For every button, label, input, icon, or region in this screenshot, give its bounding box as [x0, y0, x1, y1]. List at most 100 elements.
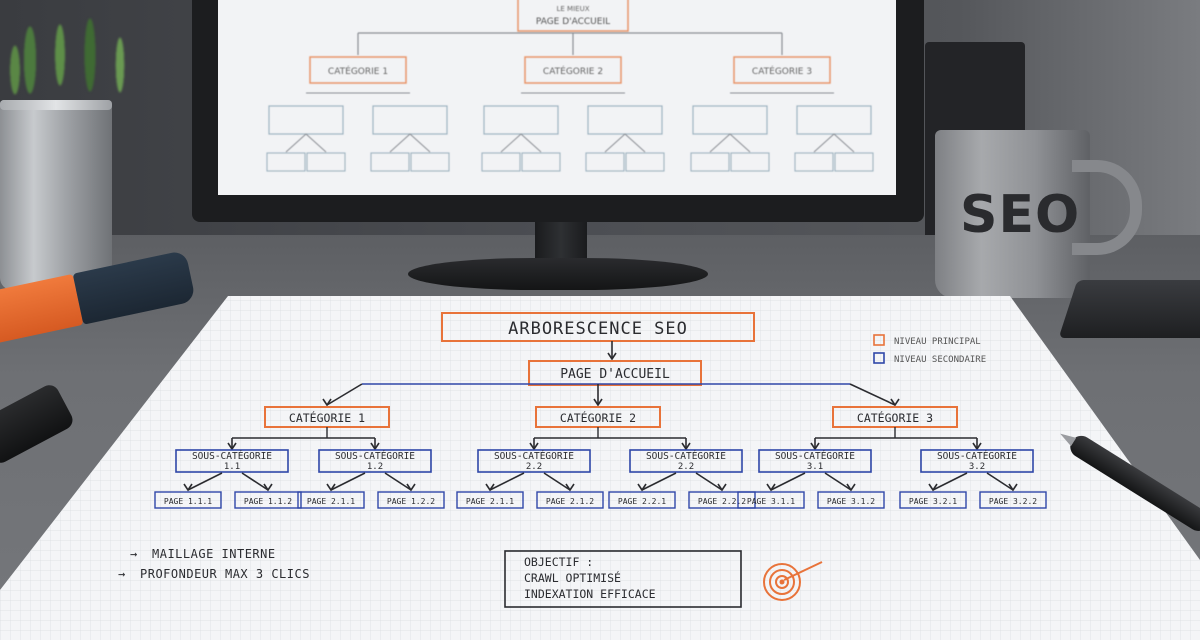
- note-text-2: PROFONDEUR MAX 3 CLICS: [140, 567, 310, 581]
- page-label-3-1-1: PAGE 3.1.1: [747, 497, 795, 506]
- page-arrow-1-1-1: [187, 472, 223, 491]
- screen-cat-box-3: [733, 56, 831, 84]
- page-label-1-2-2: PAGE 1.2.2: [387, 497, 435, 506]
- screen-page-link-2-1-1: [500, 133, 522, 153]
- title-box: [441, 312, 755, 342]
- sub-label-3-1: SOUS-CATÉGORIE: [775, 450, 855, 462]
- monitor: LE MIEUX PAGE D'ACCUEIL CATÉGORIE 1 CATÉGOR…: [192, 0, 924, 222]
- screen-page-link-3-2-1: [813, 133, 835, 153]
- page-box-1-1-2: [234, 491, 302, 509]
- page-box-1-1-1: [154, 491, 222, 509]
- screen-page-box-3-2-2: [834, 152, 874, 172]
- screen-page-box-2-1-2: [521, 152, 561, 172]
- screen-page-box-1-2-1: [370, 152, 410, 172]
- page-box-3-1-2: [817, 491, 885, 509]
- screen-page-box-2-2-2: [625, 152, 665, 172]
- screen-page-link-2-1-2: [520, 133, 542, 153]
- sub-box-3-1: [758, 449, 872, 473]
- page-arrow-2-2-2: [695, 472, 723, 491]
- screen-content: LE MIEUX PAGE D'ACCUEIL CATÉGORIE 1 CATÉGOR…: [266, 0, 874, 172]
- page-arrow-2-2-1: [641, 472, 677, 491]
- screen-page-link-3-1-1: [709, 133, 731, 153]
- page-box-2-1-1: [456, 491, 524, 509]
- screen-root-line1: LE MIEUX: [557, 5, 590, 13]
- sub-label-3-2: SOUS-CATÉGORIE: [937, 450, 1017, 462]
- sub-arrow-2-1-head: [529, 442, 539, 451]
- paper-grid: [0, 296, 1200, 640]
- category-arrow-3-head: [890, 398, 900, 407]
- target-icon-arrow: [783, 561, 823, 581]
- sub-box-2-2: [629, 449, 743, 473]
- target-icon-ring-3: [775, 575, 789, 589]
- screen-cat-label-3: CATÉGORIE 3: [752, 65, 812, 77]
- screen-page-link-1-2-1: [389, 133, 411, 153]
- page-arrow-3-1-1: [770, 472, 806, 491]
- page-arrow-1-1-2-head: [263, 483, 273, 492]
- page-arrow-2-1-1-head: [485, 483, 495, 492]
- page-box-2-2-2: [688, 491, 756, 509]
- page-arrow-1-2-1-head: [326, 483, 336, 492]
- screen-page-box-1-2-2: [410, 152, 450, 172]
- screen-page-box-2-2-1: [585, 152, 625, 172]
- sub-arrow-1-2-head: [370, 442, 380, 451]
- sub-label-2-2: SOUS-CATÉGORIE: [646, 450, 726, 462]
- screen-page-link-1-1-1: [285, 133, 307, 153]
- objective-line-2: CRAWL OPTIMISÉ: [524, 570, 621, 585]
- page-label-2-1-2: PAGE 2.1.2: [546, 497, 594, 506]
- page-box-3-2-2: [979, 491, 1047, 509]
- sub-num-2-1: 2.2: [526, 462, 542, 472]
- page-label-1-1-1: PAGE 1.1.1: [164, 497, 212, 506]
- sub-box-2-1: [477, 449, 591, 473]
- sub-label-1-1: SOUS-CATÉGORIE: [192, 450, 272, 462]
- target-icon-center: [779, 579, 785, 585]
- category-label-1: CATÉGORIE 1: [289, 410, 365, 425]
- legend-label-2: NIVEAU SECONDAIRE: [894, 355, 986, 365]
- note-text-1: MAILLAGE INTERNE: [152, 547, 276, 561]
- screen-page-box-1-1-2: [306, 152, 346, 172]
- sub-num-3-2: 3.2: [969, 462, 985, 472]
- screen-page-box-2-1-1: [481, 152, 521, 172]
- page-box-1-2-2: [377, 491, 445, 509]
- sub-box-3-2: [920, 449, 1034, 473]
- root-label: PAGE D'ACCUEIL: [560, 367, 670, 382]
- seo-mug: [935, 130, 1090, 298]
- legend-label-1: NIVEAU PRINCIPAL: [894, 337, 981, 347]
- page-label-3-1-2: PAGE 3.1.2: [827, 497, 875, 506]
- page-arrow-3-2-2-head: [1008, 483, 1018, 492]
- diagram-title: ARBORESCENCE SEO: [508, 319, 688, 339]
- screen-cat-box-1: [309, 56, 407, 84]
- page-arrow-1-2-1: [330, 472, 366, 491]
- sub-label-1-2: SOUS-CATÉGORIE: [335, 450, 415, 462]
- page-arrow-1-2-2: [384, 472, 412, 491]
- screen-page-link-1-1-2: [305, 133, 327, 153]
- objective-box: [504, 550, 742, 608]
- screen-root-line2: PAGE D'ACCUEIL: [536, 17, 610, 27]
- screen-page-link-3-2-2: [833, 133, 855, 153]
- page-arrow-3-1-2-head: [846, 483, 856, 492]
- page-arrow-3-2-1-head: [928, 483, 938, 492]
- sub-label-2-1: SOUS-CATÉGORIE: [494, 450, 574, 462]
- sub-arrow-3-1-head: [810, 442, 820, 451]
- page-arrow-3-2-2: [986, 472, 1014, 491]
- page-arrow-2-1-2: [543, 472, 571, 491]
- page-label-2-2-1: PAGE 2.2.1: [618, 497, 666, 506]
- monitor-stand-neck: [535, 222, 587, 264]
- screen-page-box-3-1-1: [690, 152, 730, 172]
- monitor-tree-diagram: LE MIEUX PAGE D'ACCUEIL CATÉGORIE 1 CATÉGOR…: [266, 0, 874, 172]
- page-label-2-2-2: PAGE 2.2.2: [698, 497, 746, 506]
- page-label-1-1-2: PAGE 1.1.2: [244, 497, 292, 506]
- screen-page-link-3-1-2: [729, 133, 751, 153]
- sub-num-1-2: 1.2: [367, 462, 383, 472]
- screen-cat-label-1: CATÉGORIE 1: [328, 65, 388, 77]
- target-icon-ring-2: [769, 569, 795, 595]
- note-arrow-1: →: [130, 547, 137, 561]
- screen-page-link-1-2-2: [409, 133, 431, 153]
- page-arrow-3-2-1: [932, 472, 968, 491]
- note-arrow-2: →: [118, 567, 125, 581]
- sub-num-2-2: 2.2: [678, 462, 694, 472]
- page-arrow-2-2-2-head: [717, 483, 727, 492]
- objective-line-3: INDEXATION EFFICACE: [524, 587, 656, 601]
- page-arrow-2-1-1: [489, 472, 525, 491]
- root-box: [528, 360, 702, 386]
